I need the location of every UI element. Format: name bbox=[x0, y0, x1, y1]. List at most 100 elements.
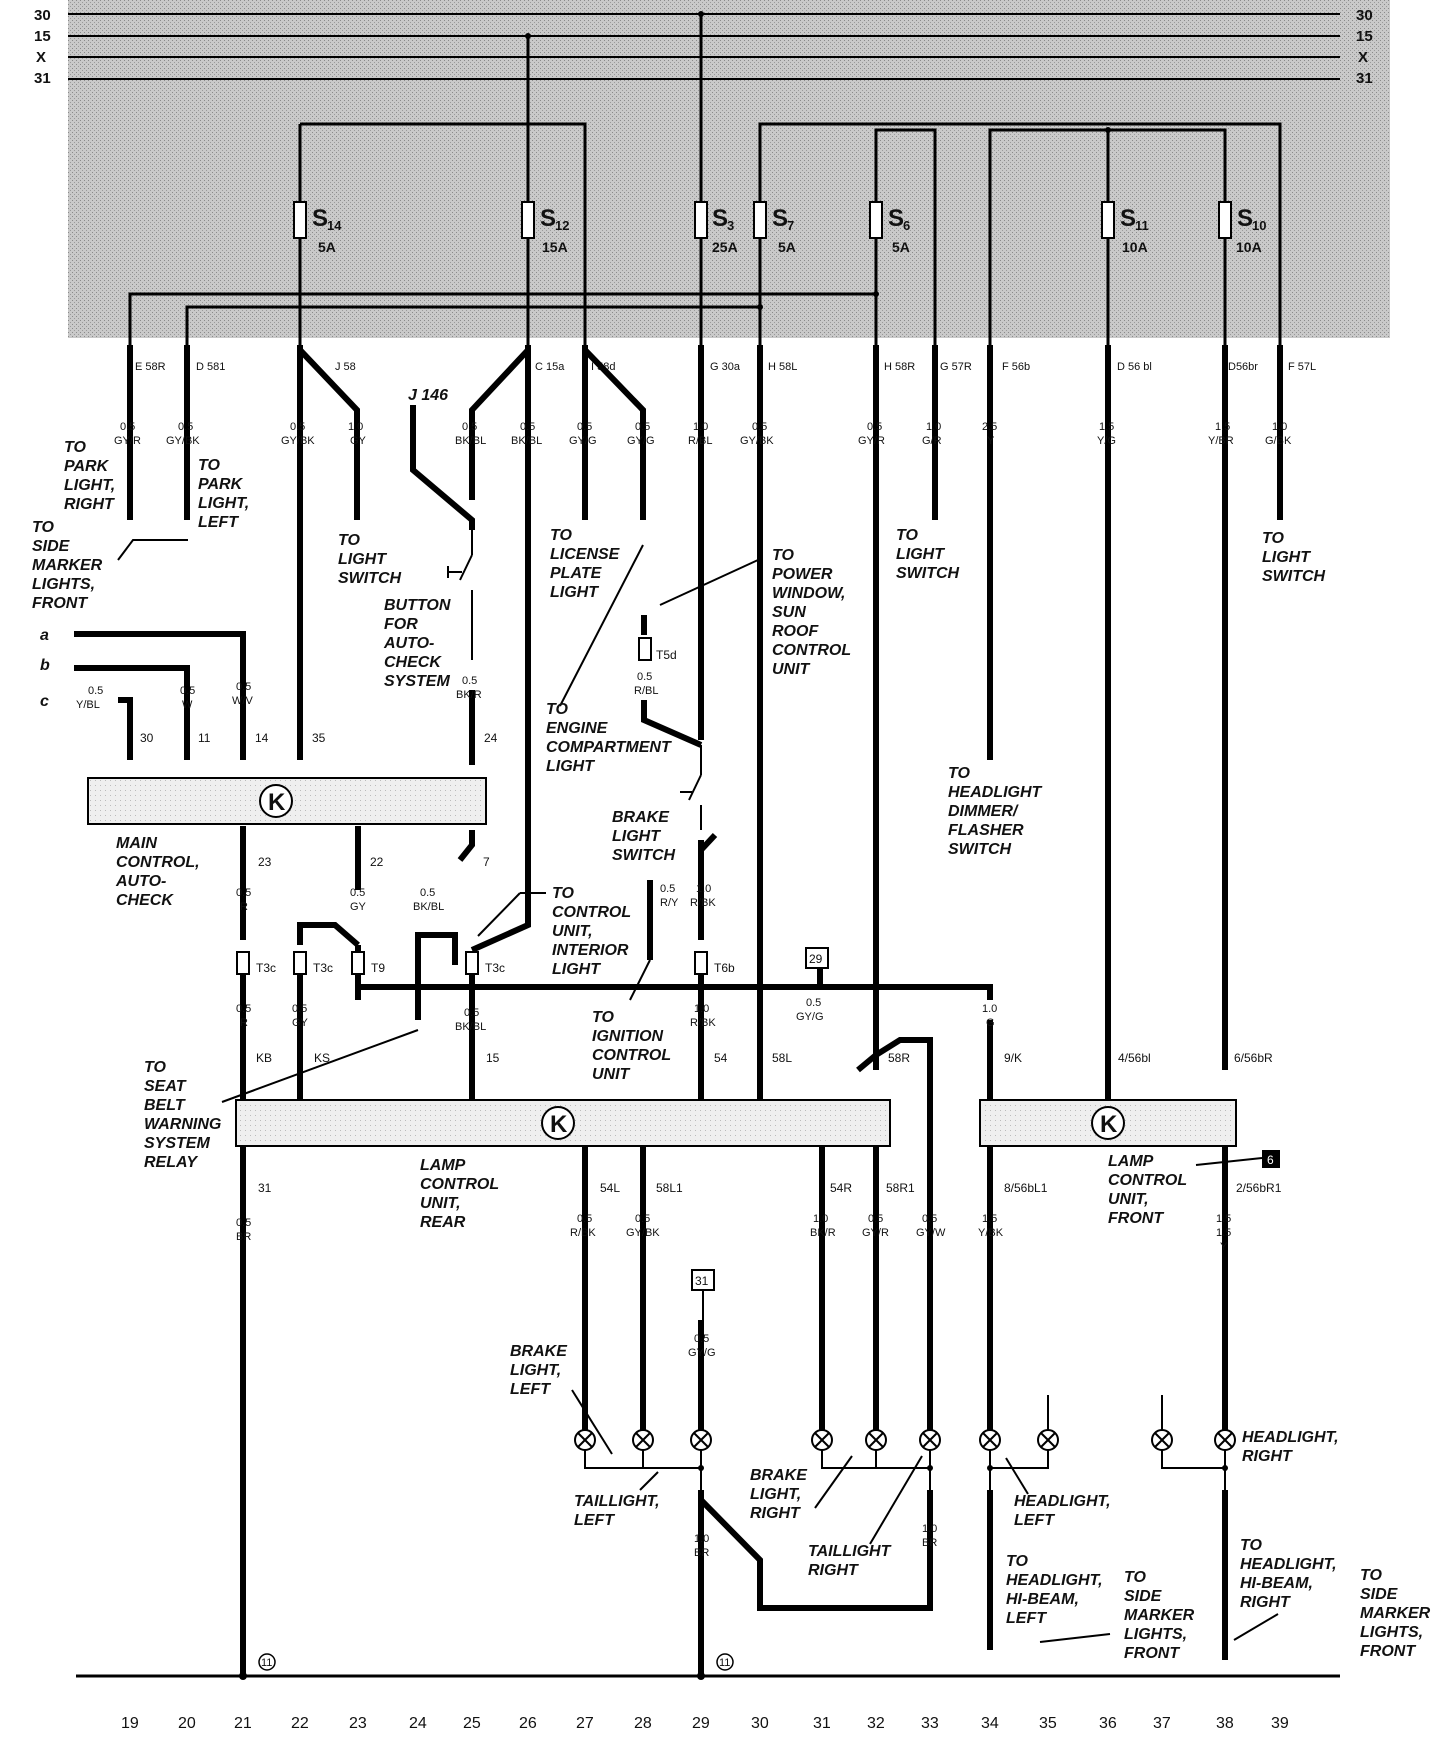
svg-text:GY/BK: GY/BK bbox=[281, 435, 315, 447]
label-engine-compartment: TO ENGINE COMPARTMENT LIGHT bbox=[546, 701, 672, 775]
grid-number: 21 bbox=[234, 1715, 252, 1732]
svg-text:ROOF: ROOF bbox=[772, 623, 819, 640]
svg-text:G/BK: G/BK bbox=[1265, 435, 1292, 447]
svg-text:0.5: 0.5 bbox=[752, 421, 767, 433]
svg-text:HI-BEAM,: HI-BEAM, bbox=[1006, 1591, 1079, 1608]
svg-text:BELT: BELT bbox=[144, 1097, 186, 1114]
wire-specs-upper: 0.5GY/R 0.5GY/BK 0.5GY/BK 1.0GY 0.5BK/BL… bbox=[114, 421, 1292, 447]
svg-text:0.5: 0.5 bbox=[236, 1003, 251, 1015]
grid-number: 19 bbox=[121, 1715, 139, 1732]
svg-text:0.5: 0.5 bbox=[420, 887, 435, 899]
brake-left-leader bbox=[571, 1389, 613, 1455]
grid-number: 38 bbox=[1216, 1715, 1234, 1732]
svg-text:LIGHTS,: LIGHTS, bbox=[1124, 1626, 1187, 1643]
svg-text:POWER: POWER bbox=[772, 566, 833, 583]
svg-text:TO: TO bbox=[896, 527, 918, 544]
svg-text:BK/BL: BK/BL bbox=[455, 435, 486, 447]
svg-text:WINDOW,: WINDOW, bbox=[772, 585, 845, 602]
svg-text:LEFT: LEFT bbox=[1006, 1610, 1047, 1627]
grid-number: 25 bbox=[463, 1715, 481, 1732]
svg-text:0.5: 0.5 bbox=[577, 421, 592, 433]
label-lamp-front: LAMP CONTROL UNIT, FRONT bbox=[1108, 1153, 1187, 1227]
svg-text:10A: 10A bbox=[1122, 239, 1148, 255]
label-main-control: MAIN CONTROL, AUTO- CHECK bbox=[115, 835, 200, 909]
svg-text:KS: KS bbox=[314, 1051, 330, 1065]
main-control-pins-bottom: 23 22 7 bbox=[258, 855, 490, 869]
svg-text:GY/R: GY/R bbox=[114, 435, 141, 447]
svg-text:UNIT,: UNIT, bbox=[420, 1195, 461, 1212]
label-headlight-left: HEADLIGHT, LEFT bbox=[1014, 1493, 1111, 1529]
fuse-s10: S 10 10A bbox=[1218, 201, 1266, 255]
svg-text:GY/W: GY/W bbox=[916, 1227, 946, 1239]
main-control-pins-top: 30 11 14 35 24 bbox=[140, 731, 498, 745]
svg-text:INTERIOR: INTERIOR bbox=[552, 942, 629, 959]
svg-text:5A: 5A bbox=[318, 239, 336, 255]
svg-text:LIGHT: LIGHT bbox=[546, 758, 595, 775]
bus-label-31: 31 bbox=[34, 70, 51, 87]
row-a-label: a bbox=[40, 627, 49, 644]
svg-text:29: 29 bbox=[809, 952, 823, 966]
bus-label-31-right: 31 bbox=[1356, 70, 1373, 87]
svg-text:PLATE: PLATE bbox=[550, 565, 603, 582]
fuse-s12: S 12 15A bbox=[521, 201, 569, 255]
svg-text:TO: TO bbox=[546, 701, 568, 718]
svg-text:RIGHT: RIGHT bbox=[64, 496, 115, 513]
svg-text:K: K bbox=[268, 789, 286, 816]
spec-a-gauge: 0.5 bbox=[236, 681, 251, 693]
svg-text:1.0: 1.0 bbox=[926, 421, 941, 433]
svg-text:BK/BL: BK/BL bbox=[413, 901, 444, 913]
svg-text:LIGHT: LIGHT bbox=[338, 551, 387, 568]
svg-text:D56br: D56br bbox=[1228, 361, 1258, 373]
svg-text:G 57R: G 57R bbox=[940, 361, 972, 373]
svg-text:GY/BK: GY/BK bbox=[166, 435, 200, 447]
svg-text:SWITCH: SWITCH bbox=[1262, 568, 1326, 585]
svg-text:1.0: 1.0 bbox=[694, 1533, 709, 1545]
svg-text:10: 10 bbox=[1252, 218, 1266, 233]
svg-text:1.5: 1.5 bbox=[1099, 421, 1114, 433]
svg-text:BR: BR bbox=[922, 1537, 937, 1549]
svg-text:7: 7 bbox=[787, 218, 794, 233]
svg-text:GY: GY bbox=[350, 435, 367, 447]
svg-text:0.5: 0.5 bbox=[635, 421, 650, 433]
label-hibeam-right: TO HEADLIGHT, HI-BEAM, RIGHT bbox=[1240, 1537, 1337, 1611]
label-control-interior: TO CONTROL UNIT, INTERIOR LIGHT bbox=[552, 885, 631, 978]
svg-text:58L: 58L bbox=[772, 1051, 792, 1065]
svg-text:RIGHT: RIGHT bbox=[750, 1505, 801, 1522]
svg-text:BUTTON: BUTTON bbox=[384, 597, 451, 614]
svg-text:S: S bbox=[1237, 205, 1253, 232]
svg-text:LIGHT: LIGHT bbox=[550, 584, 599, 601]
connector-t3c-1: T3c bbox=[236, 951, 276, 975]
svg-text:Y: Y bbox=[987, 435, 995, 447]
wire-specs-middle: 0.5R 0.5GY 0.5BK/BL 0.5R/Y 1.0R/BK 0.5R … bbox=[236, 883, 997, 1033]
svg-text:UNIT,: UNIT, bbox=[1108, 1191, 1149, 1208]
taillight-right-leader bbox=[869, 1455, 923, 1545]
svg-text:MARKER: MARKER bbox=[1360, 1605, 1431, 1622]
svg-text:KB: KB bbox=[256, 1051, 272, 1065]
svg-text:11: 11 bbox=[1135, 218, 1149, 233]
svg-text:54: 54 bbox=[714, 1051, 728, 1065]
svg-text:SWITCH: SWITCH bbox=[338, 570, 402, 587]
j146-wiring bbox=[410, 405, 475, 660]
grid-number: 30 bbox=[751, 1715, 769, 1732]
svg-text:F 56b: F 56b bbox=[1002, 361, 1030, 373]
svg-text:PARK: PARK bbox=[64, 458, 110, 475]
svg-text:TO: TO bbox=[1240, 1537, 1262, 1554]
main-control-k-symbol: K bbox=[259, 784, 293, 818]
svg-text:FRONT: FRONT bbox=[1124, 1645, 1180, 1662]
svg-text:MARKER: MARKER bbox=[1124, 1607, 1195, 1624]
label-light-switch-1: TO LIGHT SWITCH bbox=[338, 532, 402, 587]
grid-number: 24 bbox=[409, 1715, 427, 1732]
svg-text:E 58R: E 58R bbox=[135, 361, 166, 373]
headlight-left-leader bbox=[1005, 1457, 1029, 1495]
fuse-panel bbox=[68, 0, 1390, 338]
svg-text:K: K bbox=[550, 1111, 568, 1138]
svg-text:TO: TO bbox=[552, 885, 574, 902]
svg-text:LIGHT: LIGHT bbox=[552, 961, 601, 978]
grid-number: 26 bbox=[519, 1715, 537, 1732]
svg-text:LIGHTS,: LIGHTS, bbox=[1360, 1624, 1423, 1641]
label-lamp-rear: LAMP CONTROL UNIT, REAR bbox=[420, 1157, 499, 1231]
svg-text:UNIT: UNIT bbox=[592, 1066, 631, 1083]
svg-text:SWITCH: SWITCH bbox=[612, 847, 676, 864]
wire-24: 0.5 BK/R bbox=[456, 675, 482, 765]
svg-text:3: 3 bbox=[727, 218, 734, 233]
